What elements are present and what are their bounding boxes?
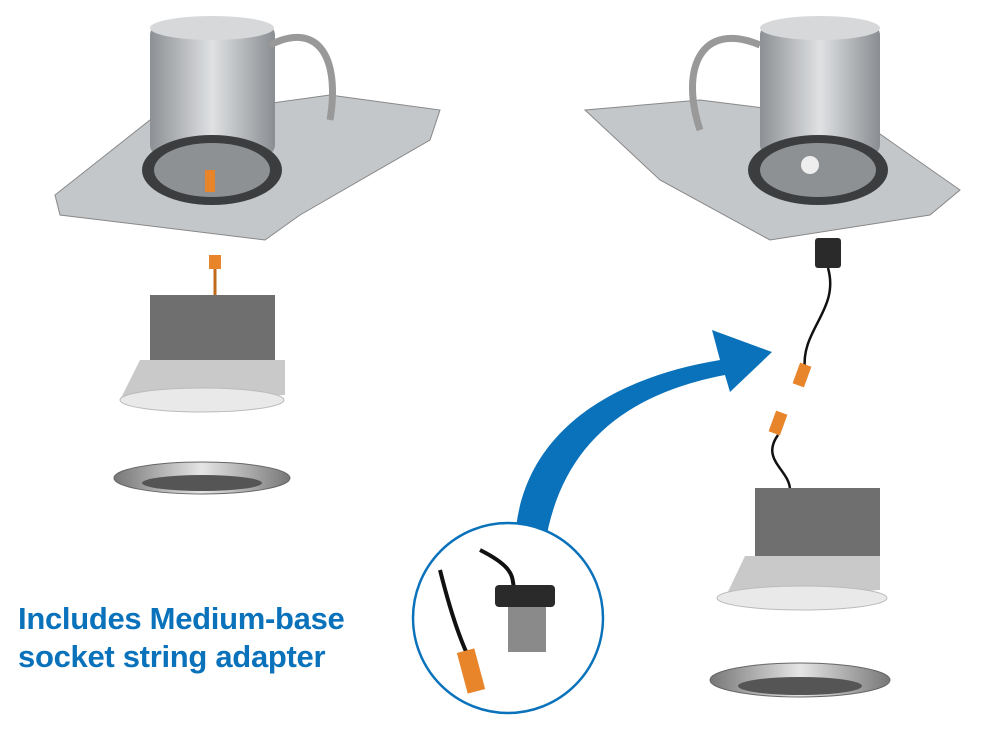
left-trim-ring bbox=[113, 461, 291, 495]
socket-string-adapter bbox=[768, 238, 841, 491]
adapter-closeup-inset bbox=[411, 521, 605, 715]
right-trim-ring bbox=[709, 662, 891, 698]
arrow-icon bbox=[515, 330, 772, 545]
feature-caption: Includes Medium-base socket string adapt… bbox=[18, 600, 345, 676]
right-led-module bbox=[716, 488, 888, 611]
caption-line-2: socket string adapter bbox=[18, 639, 326, 674]
caption-line-1: Includes Medium-base bbox=[18, 601, 345, 636]
right-recessed-housing bbox=[583, 16, 961, 241]
left-recessed-housing bbox=[54, 16, 441, 241]
left-led-module bbox=[119, 255, 285, 413]
